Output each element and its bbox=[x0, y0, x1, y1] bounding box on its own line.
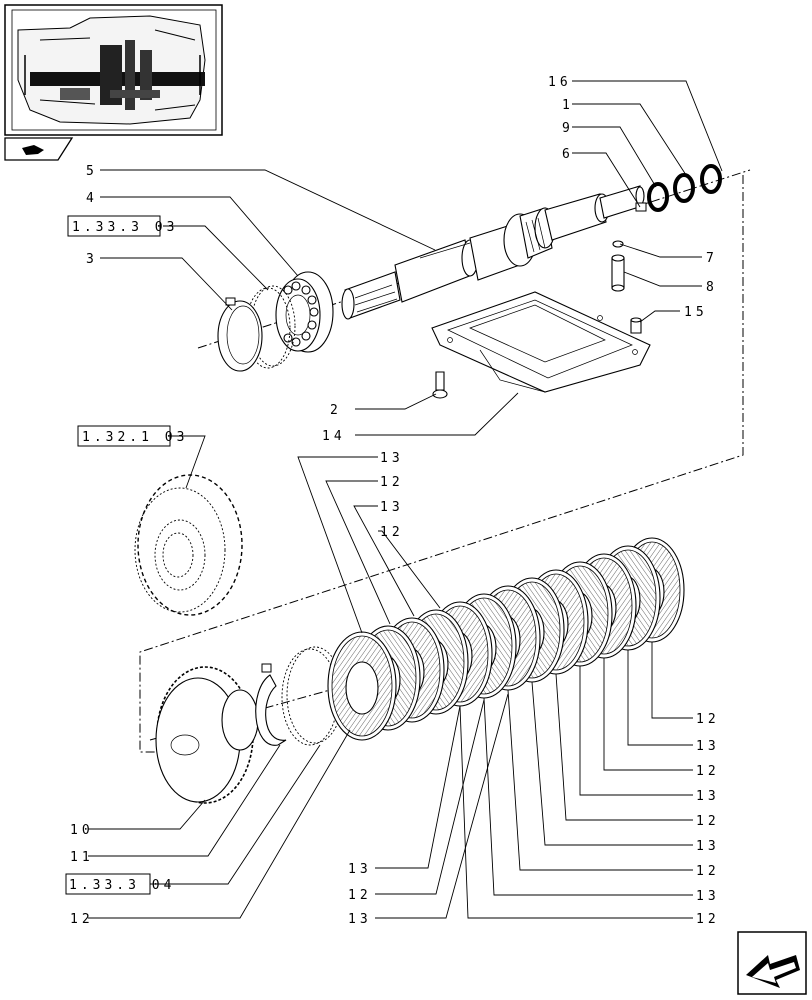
callout-stack-right-1: 12 bbox=[696, 712, 720, 727]
callout-stack-top-1: 13 bbox=[380, 451, 404, 466]
callout-stack-bottom-left-3: 13 bbox=[348, 912, 372, 927]
callout-stack-top-3: 13 bbox=[380, 500, 404, 515]
callout-stack-right-4: 13 bbox=[696, 789, 720, 804]
callout-stack-top-4: 12 bbox=[380, 525, 404, 540]
reference-box-1-32-1-03[interactable]: 1.32.1 03 bbox=[77, 425, 188, 447]
reference-box-1-33-3-04[interactable]: 1.33.3 04 bbox=[65, 873, 175, 895]
callout-9: 9 bbox=[562, 121, 574, 136]
callout-15: 15 bbox=[684, 305, 708, 320]
next-page-button[interactable] bbox=[737, 931, 807, 995]
callout-stack-right-9: 12 bbox=[696, 912, 720, 927]
callout-2: 2 bbox=[330, 403, 342, 418]
locator-thumbnail[interactable] bbox=[4, 4, 223, 136]
callout-stack-bottom-left-1: 13 bbox=[348, 862, 372, 877]
bearing bbox=[275, 271, 334, 353]
referenced-ring-dotted bbox=[245, 285, 296, 369]
callout-1: 1 bbox=[562, 98, 574, 113]
circlip bbox=[255, 663, 287, 746]
reference-label-1-33-3-04: 1.33.3 04 bbox=[69, 878, 175, 893]
callout-stack-right-8: 13 bbox=[696, 889, 720, 904]
callout-11: 11 bbox=[70, 850, 94, 865]
callout-4: 4 bbox=[86, 191, 98, 206]
screw bbox=[432, 371, 448, 399]
callout-stack-right-5: 12 bbox=[696, 814, 720, 829]
callout-8: 8 bbox=[706, 280, 718, 295]
callout-stack-right-7: 12 bbox=[696, 864, 720, 879]
reference-label-1-32-1-03: 1.32.1 03 bbox=[82, 430, 188, 445]
callout-stack-top-2: 12 bbox=[380, 475, 404, 490]
callout-stack-bottom-left-4: 12 bbox=[70, 912, 94, 927]
callout-stack-bottom-left-2: 12 bbox=[348, 888, 372, 903]
plug bbox=[630, 317, 642, 334]
thumbnail-nav-tab[interactable] bbox=[4, 137, 74, 161]
callout-14: 14 bbox=[322, 429, 346, 444]
o-rings bbox=[635, 164, 722, 212]
callout-stack-right-6: 13 bbox=[696, 839, 720, 854]
main-shaft bbox=[341, 185, 645, 320]
clutch-disc-pack bbox=[327, 537, 685, 741]
leader-lines bbox=[88, 80, 723, 919]
callout-6: 6 bbox=[562, 147, 574, 162]
reference-label-1-33-3-03: 1.33.3 03 bbox=[72, 220, 178, 235]
cover-plate bbox=[431, 291, 651, 393]
callout-7: 7 bbox=[706, 251, 718, 266]
callout-10: 10 bbox=[70, 823, 94, 838]
reference-box-1-33-3-03[interactable]: 1.33.3 03 bbox=[67, 215, 178, 237]
callout-labels: 16 1 9 6 5 4 3 7 8 15 2 14 10 11 13 12 1… bbox=[70, 75, 720, 927]
pin bbox=[611, 240, 625, 292]
callout-16: 16 bbox=[548, 75, 572, 90]
callout-stack-right-3: 12 bbox=[696, 764, 720, 779]
snap-ring bbox=[217, 297, 263, 372]
callout-stack-right-2: 13 bbox=[696, 739, 720, 754]
callout-5: 5 bbox=[86, 164, 98, 179]
arrow-down-left-icon bbox=[746, 955, 800, 988]
gear bbox=[155, 666, 259, 804]
callout-3: 3 bbox=[86, 252, 98, 267]
referenced-gear-dotted bbox=[134, 474, 243, 616]
